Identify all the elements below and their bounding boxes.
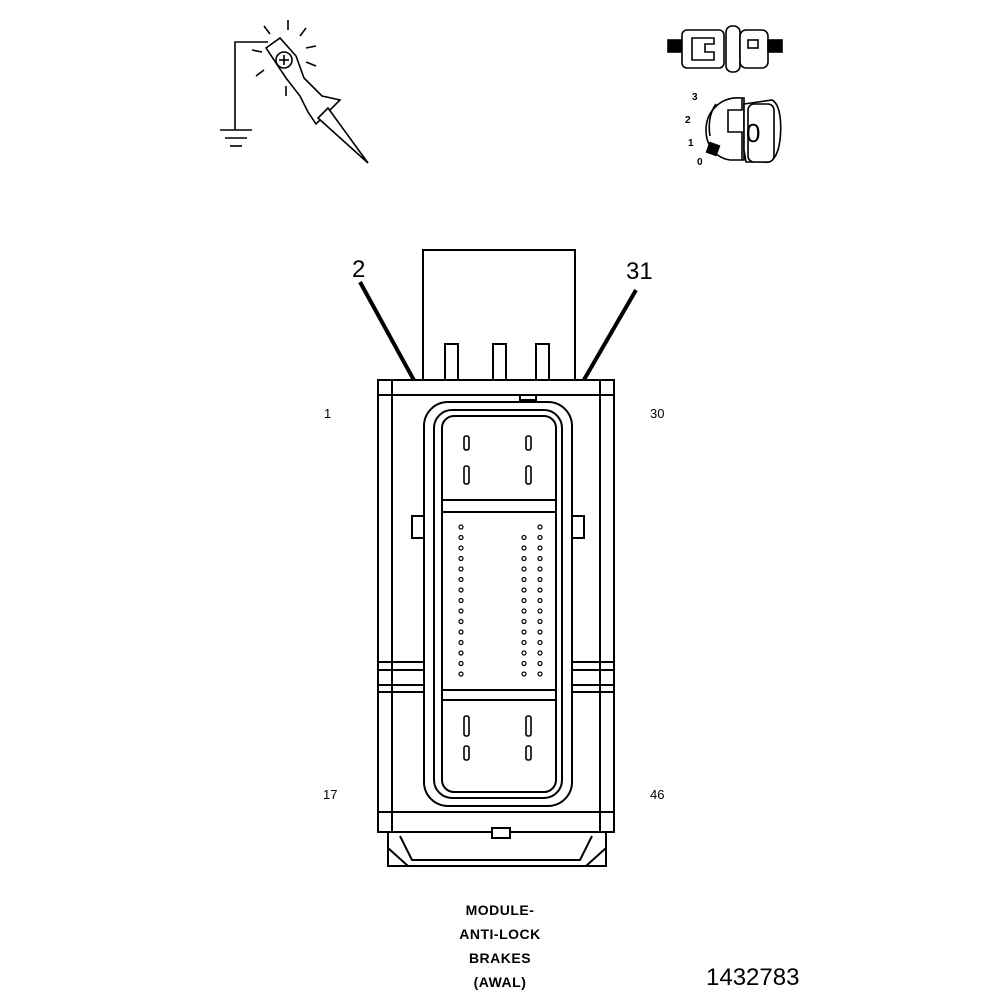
terminal-dot [458,618,464,625]
terminal-dot [537,524,543,530]
terminal-dot [521,629,527,635]
terminal-dot [521,639,527,646]
terminal-dot [458,629,464,635]
caption-line-3: BRAKES [468,950,532,966]
terminal-dot [458,534,464,541]
terminal-dot [521,618,527,625]
small-terminal-dots [458,524,543,677]
dial-position-2: 2 [685,115,691,126]
ignition-key-off-icon [705,97,782,164]
figure-number: 1432783 [706,964,800,991]
terminal-dot [458,555,464,562]
caption-line-1: MODULE- [465,902,535,918]
terminal-dot [537,660,543,667]
terminal-dot [537,629,543,635]
connector-body [377,249,615,867]
caption-line-4: (AWAL) [473,974,527,990]
terminal-dot [521,534,527,541]
terminal-dot [537,566,543,572]
terminal-dot [521,671,527,677]
terminal-dot [521,545,527,551]
terminal-dot [458,587,464,593]
ignition-key-label: 0 [746,118,761,148]
terminal-dot [521,608,527,614]
terminal-dot [521,650,527,656]
terminal-dot [521,555,527,562]
terminal-dot [537,555,543,562]
dial-position-3: 3 [692,92,698,103]
terminal-dot [537,618,543,625]
terminal-dot [537,576,543,583]
terminal-dot [537,639,543,646]
pin-label-30: 30 [650,406,665,421]
caption-line-2: ANTI-LOCK [459,926,541,942]
terminal-dot [537,671,543,677]
terminal-dot [537,545,543,551]
dial-position-1: 1 [688,138,694,149]
terminal-dot [458,566,464,572]
terminal-dot [458,576,464,583]
terminal-dot [537,650,543,656]
callout-label-2: 2 [352,256,366,283]
terminal-dot [521,566,527,572]
terminal-dot [458,671,464,677]
pin-label-46: 46 [650,787,665,802]
terminal-dot [458,608,464,614]
test-probe-ground-icon [220,20,369,164]
terminal-dot [537,534,543,541]
terminal-dot [458,660,464,667]
terminal-dot [537,597,543,604]
terminal-dot [521,576,527,583]
dial-position-0: 0 [697,157,703,168]
callout-label-31: 31 [626,258,653,285]
terminal-dot [537,608,543,614]
terminal-dot [458,639,464,646]
terminal-dot [521,597,527,604]
terminal-dot [458,524,464,530]
pin-label-1: 1 [324,406,332,421]
terminal-dot [537,587,543,593]
terminal-dot [458,597,464,604]
disconnected-connector-icon [667,25,783,73]
pin-label-17: 17 [323,787,338,802]
terminal-dot [458,650,464,656]
terminal-dot [521,587,527,593]
terminal-dot [521,660,527,667]
terminal-dot [458,545,464,551]
